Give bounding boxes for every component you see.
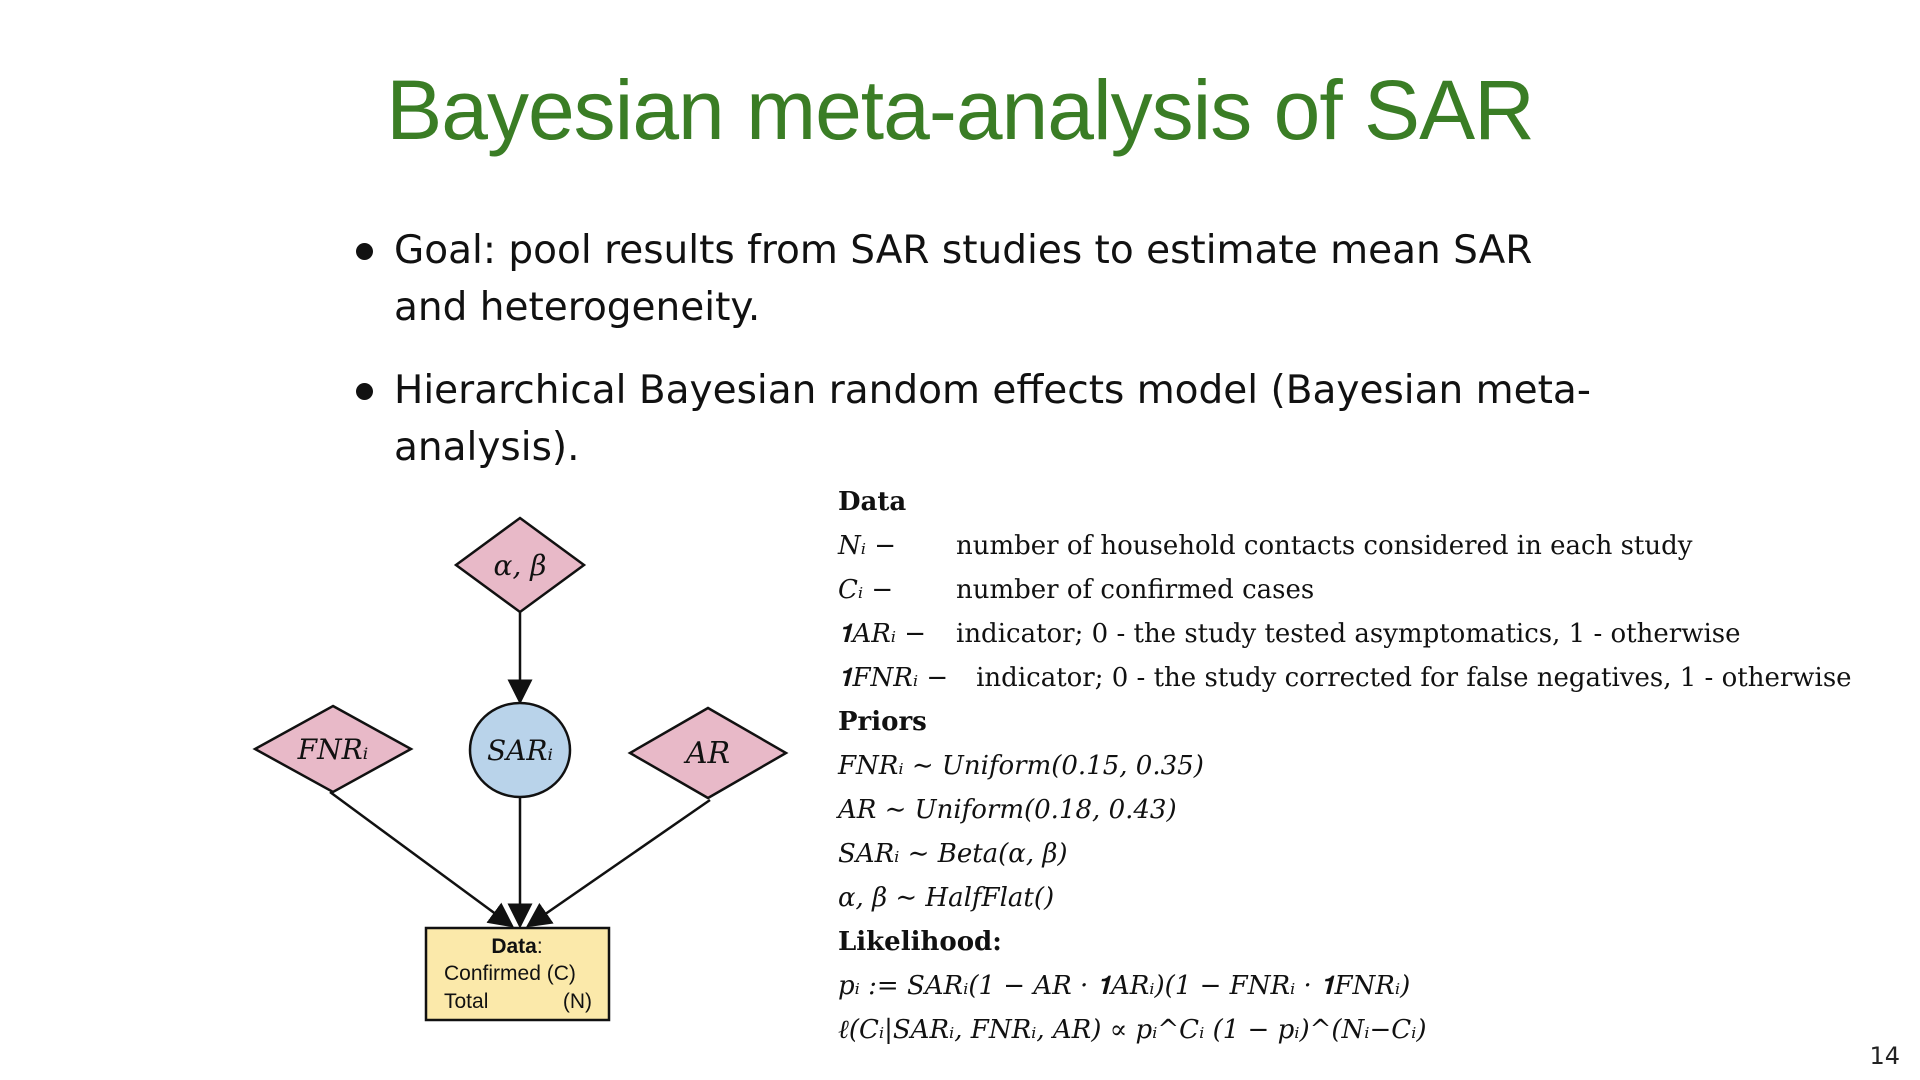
alpha-beta-diamond bbox=[453, 516, 587, 614]
bullet-dot-icon bbox=[356, 243, 373, 260]
data-item-n: Nᵢ − number of household contacts conside… bbox=[838, 524, 1898, 568]
bullet-list: Goal: pool results from SAR studies to e… bbox=[352, 222, 1592, 502]
prior-fnr: FNRᵢ ∼ Uniform(0.15, 0.35) bbox=[838, 751, 1204, 781]
graphical-model-diagram: α, β FNRᵢ SARᵢ AR Data: Confirmed (C) To… bbox=[252, 516, 789, 1022]
bullet-dot-icon bbox=[356, 383, 373, 400]
node-data: Data: Confirmed (C) Total (N) bbox=[424, 926, 611, 1022]
bullet-model-text: Hierarchical Bayesian random effects mod… bbox=[394, 368, 1591, 470]
node-fnr: FNRᵢ bbox=[252, 704, 414, 794]
ar-label: AR bbox=[683, 736, 730, 771]
data-box-confirmed: Confirmed (C) bbox=[444, 962, 576, 985]
data-item-description: indicator; 0 - the study corrected for f… bbox=[976, 663, 1852, 693]
model-specification: Data Nᵢ − number of household contacts co… bbox=[838, 480, 1898, 1052]
data-item-description: indicator; 0 - the study tested asymptom… bbox=[956, 619, 1741, 649]
likelihood-heading: Likelihood: bbox=[838, 927, 1002, 957]
edge-fnr-to-data bbox=[329, 790, 515, 928]
data-box-title-text: Data bbox=[491, 935, 537, 958]
page-number: 14 bbox=[1869, 1042, 1900, 1070]
fnr-diamond bbox=[252, 704, 414, 794]
priors-heading: Priors bbox=[838, 707, 927, 737]
data-item-description: number of household contacts considered … bbox=[956, 531, 1693, 561]
sar-label: SARᵢ bbox=[487, 734, 553, 767]
data-item-indicator-ar: 𝟏ARᵢ − indicator; 0 - the study tested as… bbox=[838, 612, 1898, 656]
data-box-total-label: Total bbox=[444, 990, 488, 1013]
ar-diamond bbox=[627, 706, 789, 800]
data-item-symbol: Nᵢ − bbox=[838, 531, 897, 561]
data-box-title: Data: bbox=[491, 935, 542, 958]
bullet-model: Hierarchical Bayesian random effects mod… bbox=[352, 362, 1592, 476]
prior-sar: SARᵢ ∼ Beta(α, β) bbox=[838, 839, 1068, 869]
likelihood-l: ℓ(Cᵢ|SARᵢ, FNRᵢ, AR) ∝ pᵢ^Cᵢ (1 − pᵢ)^(N… bbox=[838, 1015, 1427, 1045]
fnr-label: FNRᵢ bbox=[297, 733, 369, 766]
likelihood-p: pᵢ := SARᵢ(1 − AR · 𝟏ARᵢ)(1 − FNRᵢ · 𝟏FN… bbox=[838, 971, 1411, 1001]
bullet-goal-text: Goal: pool results from SAR studies to e… bbox=[394, 228, 1533, 330]
edge-ar-to-data bbox=[525, 798, 711, 928]
prior-ar: AR ∼ Uniform(0.18, 0.43) bbox=[838, 795, 1177, 825]
data-heading: Data bbox=[838, 487, 907, 517]
bullet-goal: Goal: pool results from SAR studies to e… bbox=[352, 222, 1592, 336]
data-box bbox=[424, 926, 611, 1022]
data-box-title-colon: : bbox=[537, 935, 543, 958]
data-item-symbol: 𝟏FNRᵢ − bbox=[838, 663, 949, 693]
node-alpha-beta: α, β bbox=[453, 516, 587, 614]
data-box-total-value: (N) bbox=[563, 990, 592, 1013]
slide-title: Bayesian meta-analysis of SAR bbox=[386, 63, 1535, 157]
data-item-description: number of confirmed cases bbox=[956, 575, 1315, 605]
data-item-indicator-fnr: 𝟏FNRᵢ − indicator; 0 - the study correcte… bbox=[838, 656, 1898, 700]
data-item-c: Cᵢ − number of confirmed cases bbox=[838, 568, 1898, 612]
node-sar: SARᵢ bbox=[468, 701, 572, 799]
prior-alpha-beta: α, β ∼ HalfFlat() bbox=[838, 883, 1055, 913]
sar-circle bbox=[468, 701, 572, 799]
data-item-symbol: 𝟏ARᵢ − bbox=[838, 619, 927, 649]
node-ar: AR bbox=[627, 706, 789, 800]
alpha-beta-label: α, β bbox=[494, 549, 547, 582]
data-item-symbol: Cᵢ − bbox=[838, 575, 894, 605]
